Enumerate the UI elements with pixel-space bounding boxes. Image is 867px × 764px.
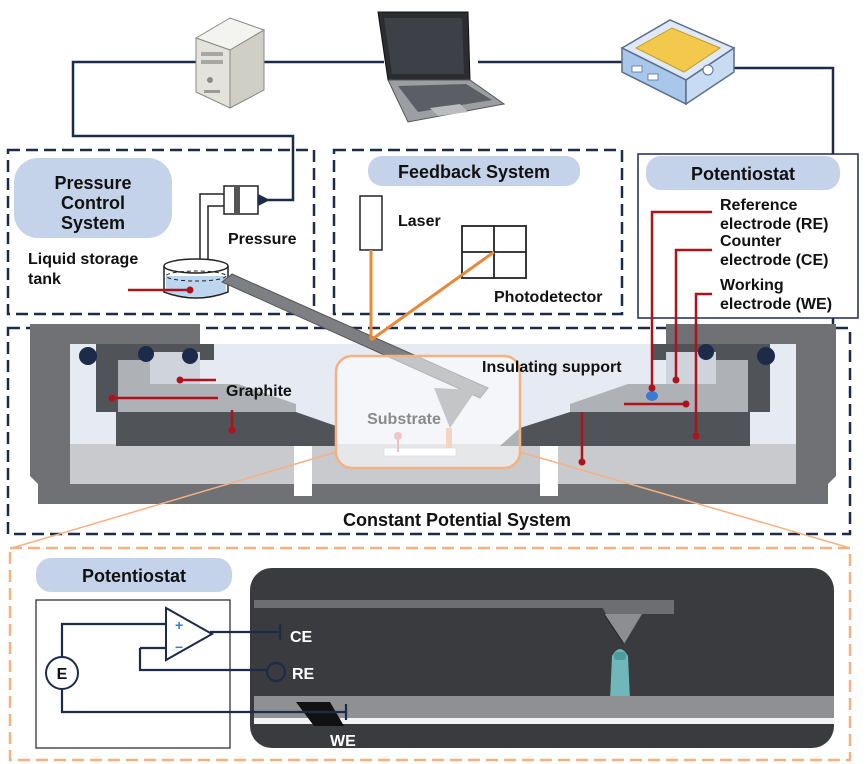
voltage-source-label: E: [57, 666, 68, 683]
liquid-storage-tank-icon: [163, 258, 229, 299]
laser-beam: [369, 250, 495, 342]
re-terminal: [265, 661, 287, 683]
laser-icon: [359, 195, 383, 251]
photodetector-label: Photodetector: [494, 289, 602, 306]
feedback-system-title: Feedback System: [398, 162, 550, 182]
pressure-label: Pressure: [228, 231, 297, 248]
voltage-source-icon: [45, 656, 79, 690]
server-icon: [194, 17, 266, 109]
potentiostat-top-title: Potentiostat: [691, 164, 795, 184]
zoom-projection: [11, 451, 851, 549]
potentiostat-bottom-title: Potentiostat: [82, 566, 186, 586]
syringe-icon: [199, 185, 259, 260]
constant-potential-box: [6, 326, 852, 536]
laser-label: Laser: [398, 213, 441, 230]
potentiostat-top-pill: [646, 156, 840, 190]
insulating-support-label: Insulating support: [482, 359, 622, 376]
feedback-system-pill: [368, 156, 580, 186]
potentiostat-device-icon: [620, 19, 736, 106]
tank-lead-dot: [186, 286, 194, 294]
electrode-leads: [112, 210, 712, 462]
micro-view-contents: [254, 600, 834, 726]
circuit-wires: [60, 622, 346, 714]
pressure-control-box: [6, 148, 316, 316]
pressure-arrow-icon: [258, 194, 270, 206]
substrate-label: Substrate: [367, 411, 441, 428]
constant-potential-title: Constant Potential System: [343, 510, 571, 530]
laptop-icon: [377, 11, 506, 123]
op-amp-minus: −: [175, 639, 183, 655]
pressure-control-pill: [14, 158, 172, 238]
we-label: WE: [330, 733, 356, 750]
electrode-lead-dots: [108, 376, 700, 466]
zoom-highlight: [334, 354, 522, 470]
ce-label: CE: [290, 629, 313, 646]
re-label: RE: [292, 666, 315, 683]
feedback-system-box: [332, 148, 624, 316]
graphite-label: Graphite: [226, 383, 292, 400]
op-amp-icon: [165, 606, 215, 662]
op-amp-plus: +: [175, 617, 183, 633]
cable-server-to-pressure: [71, 60, 295, 202]
potentiostat-bottom-pill: [36, 558, 232, 592]
